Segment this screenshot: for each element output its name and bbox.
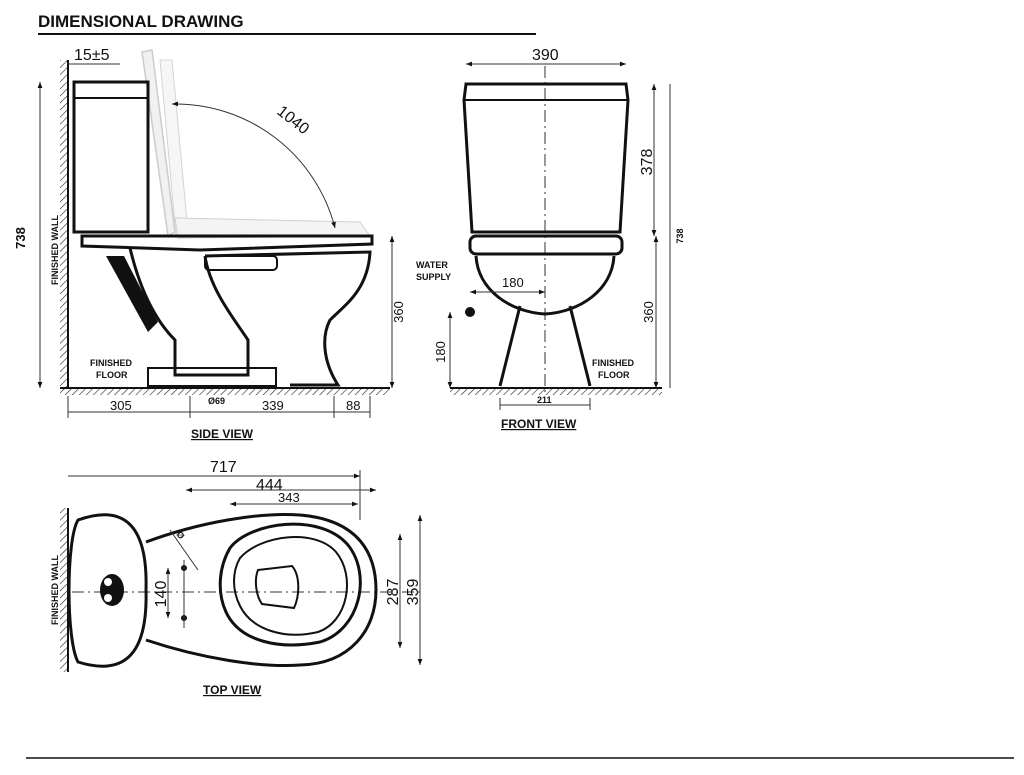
flush-button-half	[104, 578, 112, 586]
top-dim-444: 444	[256, 477, 283, 494]
front-dim-180-offset: 180	[502, 275, 524, 290]
top-dim-fix-angle: Ø	[174, 529, 186, 540]
side-dim-339: 339	[262, 398, 284, 413]
seat-arc-dimension	[171, 101, 336, 229]
side-finished-floor-label-1: FINISHED	[90, 358, 133, 368]
front-finished-floor-label-1: FINISHED	[592, 358, 635, 368]
front-view-label: FRONT VIEW	[501, 417, 577, 431]
flush-button-icon	[100, 574, 124, 606]
front-floor-hatch	[450, 388, 662, 395]
side-floor-hatch	[60, 388, 390, 395]
front-water-supply-label-1: WATER	[416, 260, 448, 270]
front-water-supply-label-2: SUPPLY	[416, 272, 451, 282]
front-dim-211: 211	[537, 395, 552, 405]
front-finished-floor-label-2: FLOOR	[598, 370, 630, 380]
raised-lid	[141, 49, 176, 238]
top-bowl-rim	[233, 536, 348, 636]
side-tank	[72, 80, 150, 234]
side-trap	[128, 247, 250, 377]
top-finished-wall-label: FINISHED WALL	[50, 555, 60, 625]
front-dim-390: 390	[532, 47, 559, 64]
top-dim-140: 140	[153, 581, 170, 608]
top-dim-359: 359	[405, 579, 422, 606]
side-hinge	[204, 255, 278, 271]
side-view-label: SIDE VIEW	[191, 427, 254, 441]
side-pedestal	[147, 367, 277, 387]
front-dim-180-height: 180	[433, 341, 448, 363]
top-fix-angle-line	[169, 529, 199, 571]
front-dim-360: 360	[641, 301, 656, 323]
side-dim-360: 360	[391, 301, 406, 323]
side-dim-wall-gap: 15±5	[74, 47, 110, 64]
front-pedestal-left	[498, 305, 522, 387]
side-bowl	[204, 250, 372, 387]
page-title: DIMENSIONAL DRAWING	[38, 12, 244, 31]
front-tank	[462, 82, 630, 234]
side-dim-738: 738	[13, 227, 28, 249]
front-rim	[468, 234, 624, 256]
front-view: 180 WATER SUPPLY 180 390 378 738 360 FIN…	[416, 47, 685, 431]
front-water-supply-point	[465, 307, 475, 317]
side-rim	[80, 234, 374, 252]
top-wall-hatch	[60, 508, 68, 672]
top-dim-287: 287	[385, 579, 402, 606]
front-dim-378: 378	[639, 149, 656, 176]
flush-button-full	[104, 594, 112, 602]
side-dim-arc: 1040	[274, 103, 313, 138]
top-dim-717: 717	[210, 459, 237, 476]
front-bowl	[474, 255, 616, 316]
top-view: FINISHED WALL 140 Ø 717 444 343 287	[50, 459, 423, 697]
top-view-label: TOP VIEW	[203, 683, 262, 697]
side-dim-outlet: Ø69	[208, 396, 225, 406]
side-wall-hatch	[60, 60, 68, 390]
front-dim-738: 738	[675, 228, 685, 243]
side-finished-floor-label-2: FLOOR	[96, 370, 128, 380]
side-dim-305: 305	[110, 398, 132, 413]
top-dim-343: 343	[278, 490, 300, 505]
top-tank	[67, 513, 148, 668]
front-pedestal-right	[568, 305, 592, 387]
top-bowl-inner	[218, 522, 362, 647]
top-bowl-outline	[145, 513, 378, 667]
side-finished-wall-label: FINISHED WALL	[50, 215, 60, 285]
side-view: 738 15±5 1040 FINISHED WALL FINISHED FLO…	[13, 47, 406, 441]
top-bowl-drain	[254, 564, 300, 610]
side-dim-88: 88	[346, 398, 360, 413]
side-connector	[106, 256, 158, 332]
